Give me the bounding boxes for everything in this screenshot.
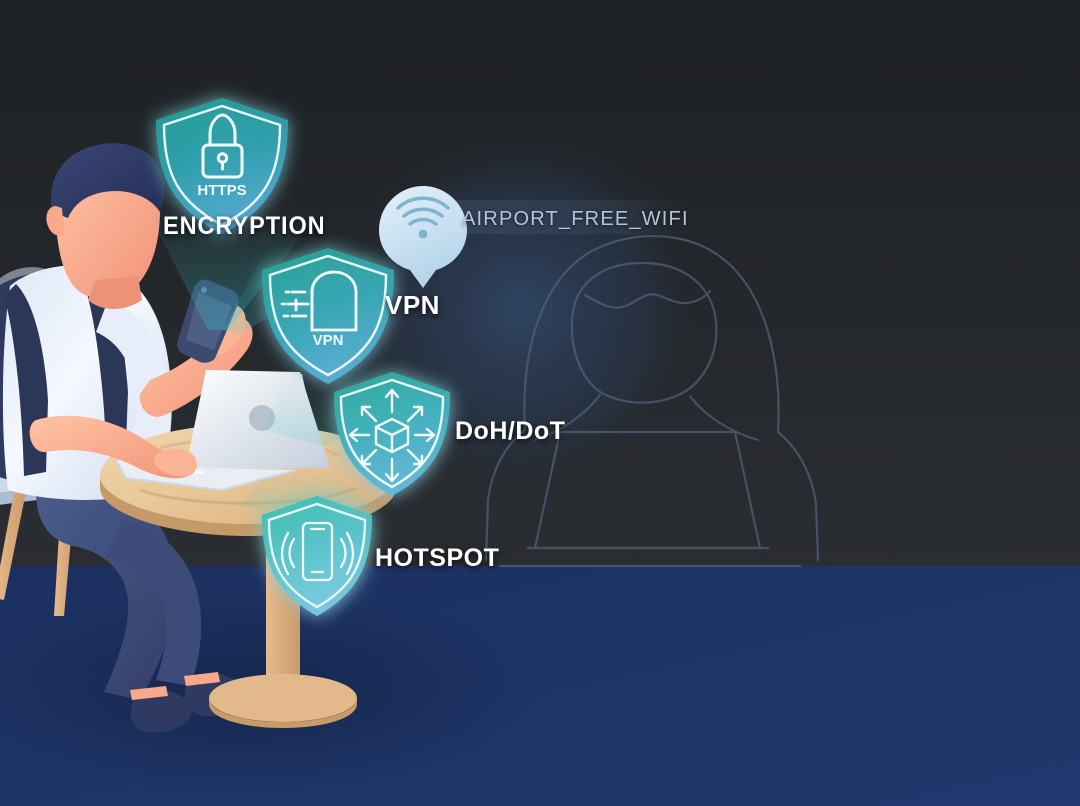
- label-ssid: AIRPORT_FREE_WIFI: [462, 208, 689, 230]
- shield-hotspot[interactable]: [262, 496, 372, 616]
- beam-hotspot: [240, 470, 376, 510]
- shield-badge-https: HTTPS: [197, 182, 246, 199]
- label-encryption: ENCRYPTION: [163, 212, 326, 240]
- shield-vpn[interactable]: VPN: [262, 248, 394, 384]
- wifi-signal-icon: [396, 196, 450, 239]
- shield-https[interactable]: HTTPS: [156, 98, 288, 234]
- wifi-pin[interactable]: [379, 186, 467, 288]
- ssid-band: [430, 200, 690, 234]
- shield-badge-vpn: VPN: [313, 332, 344, 349]
- user-arm-keyboard: [29, 415, 197, 479]
- beam-https: [148, 212, 320, 330]
- user-head: [46, 143, 165, 309]
- label-vpn: VPN: [385, 290, 440, 320]
- label-dohdot: DoH/DoT: [455, 417, 566, 445]
- label-hotspot: HOTSPOT: [375, 544, 500, 572]
- user-legs: [36, 486, 247, 733]
- shield-dns[interactable]: [334, 372, 450, 496]
